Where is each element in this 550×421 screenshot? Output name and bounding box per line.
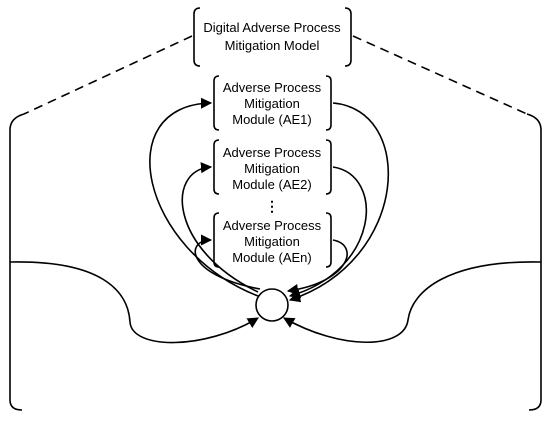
module-ae1-line-2: Mitigation — [244, 96, 300, 111]
module-ae2-line-2: Mitigation — [244, 161, 300, 176]
module-ae2-line-3: Module (AE2) — [232, 177, 311, 192]
module-ae1-line-3: Module (AE1) — [232, 112, 311, 127]
arrow-aen-to-hub — [286, 239, 348, 296]
wave-right-from-hub — [283, 261, 542, 343]
module-aen: Adverse Process Mitigation Module (AEn) — [213, 212, 332, 268]
arrow-hub-to-ae2 — [181, 162, 259, 293]
model-title-line-1: Digital Adverse Process — [203, 20, 341, 35]
module-ae1-line-1: Adverse Process — [223, 80, 322, 95]
module-aen-line-3: Module (AEn) — [232, 250, 311, 265]
arrow-hub-to-ae1 — [149, 97, 259, 297]
arrow-ae1-to-hub — [288, 102, 390, 303]
module-aen-line-1: Adverse Process — [223, 218, 322, 233]
outer-bracket-right — [526, 113, 542, 411]
projection-line-left — [23, 35, 193, 115]
ellipsis-icon: ⋮ — [265, 198, 279, 214]
arrow-ae2-to-hub — [288, 166, 367, 299]
module-aen-line-2: Mitigation — [244, 234, 300, 249]
central-hub-node — [255, 288, 289, 322]
model-box: Digital Adverse Process Mitigation Model — [193, 7, 352, 67]
projection-line-right — [352, 35, 528, 115]
module-ae1: Adverse Process Mitigation Module (AE1) — [213, 75, 332, 131]
module-ae2-line-1: Adverse Process — [223, 145, 322, 160]
module-ae2: Adverse Process Mitigation Module (AE2) — [213, 139, 332, 195]
outer-bracket-left — [9, 113, 25, 411]
wave-left-to-hub — [9, 261, 259, 344]
arrow-hub-to-aen — [194, 234, 261, 290]
model-title-line-2: Mitigation Model — [225, 38, 320, 53]
